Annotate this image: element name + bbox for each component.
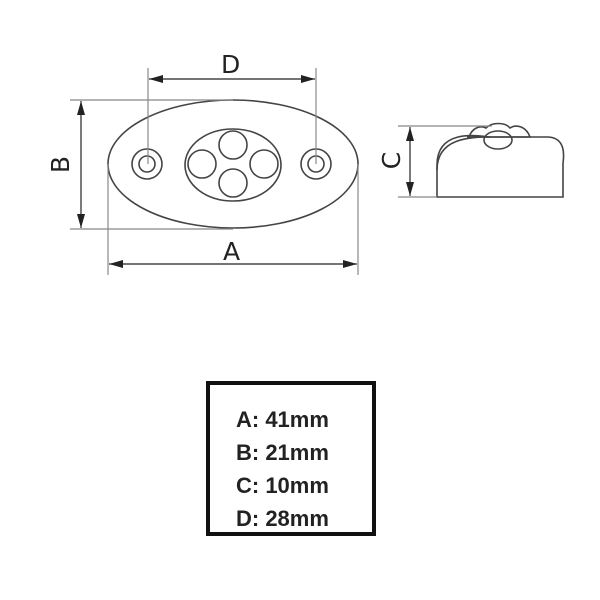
led-top bbox=[218, 130, 248, 160]
label-d: D bbox=[221, 50, 241, 79]
led-right bbox=[249, 149, 279, 179]
mount-hole-left-inner bbox=[138, 155, 156, 173]
label-b: B bbox=[46, 155, 76, 174]
spec-row-b: B: 21mm bbox=[236, 440, 329, 465]
label-a: A bbox=[223, 237, 241, 266]
housing-outline bbox=[107, 99, 359, 229]
led-left bbox=[187, 149, 217, 179]
spec-row-d: D: 28mm bbox=[236, 506, 329, 531]
mount-hole-left-outer bbox=[131, 148, 163, 180]
side-view bbox=[436, 122, 565, 198]
label-c: C bbox=[377, 151, 407, 170]
spec-row-c: C: 10mm bbox=[236, 473, 329, 498]
led-bottom bbox=[218, 168, 248, 198]
dome-profile bbox=[436, 134, 565, 198]
spec-list: A: 41mm B: 21mm C: 10mm D: 28mm bbox=[236, 403, 329, 535]
spec-box: A: 41mm B: 21mm C: 10mm D: 28mm bbox=[206, 381, 376, 536]
spec-row-a: A: 41mm bbox=[236, 407, 329, 432]
led-cluster-outline bbox=[184, 128, 282, 202]
top-view bbox=[107, 99, 359, 229]
